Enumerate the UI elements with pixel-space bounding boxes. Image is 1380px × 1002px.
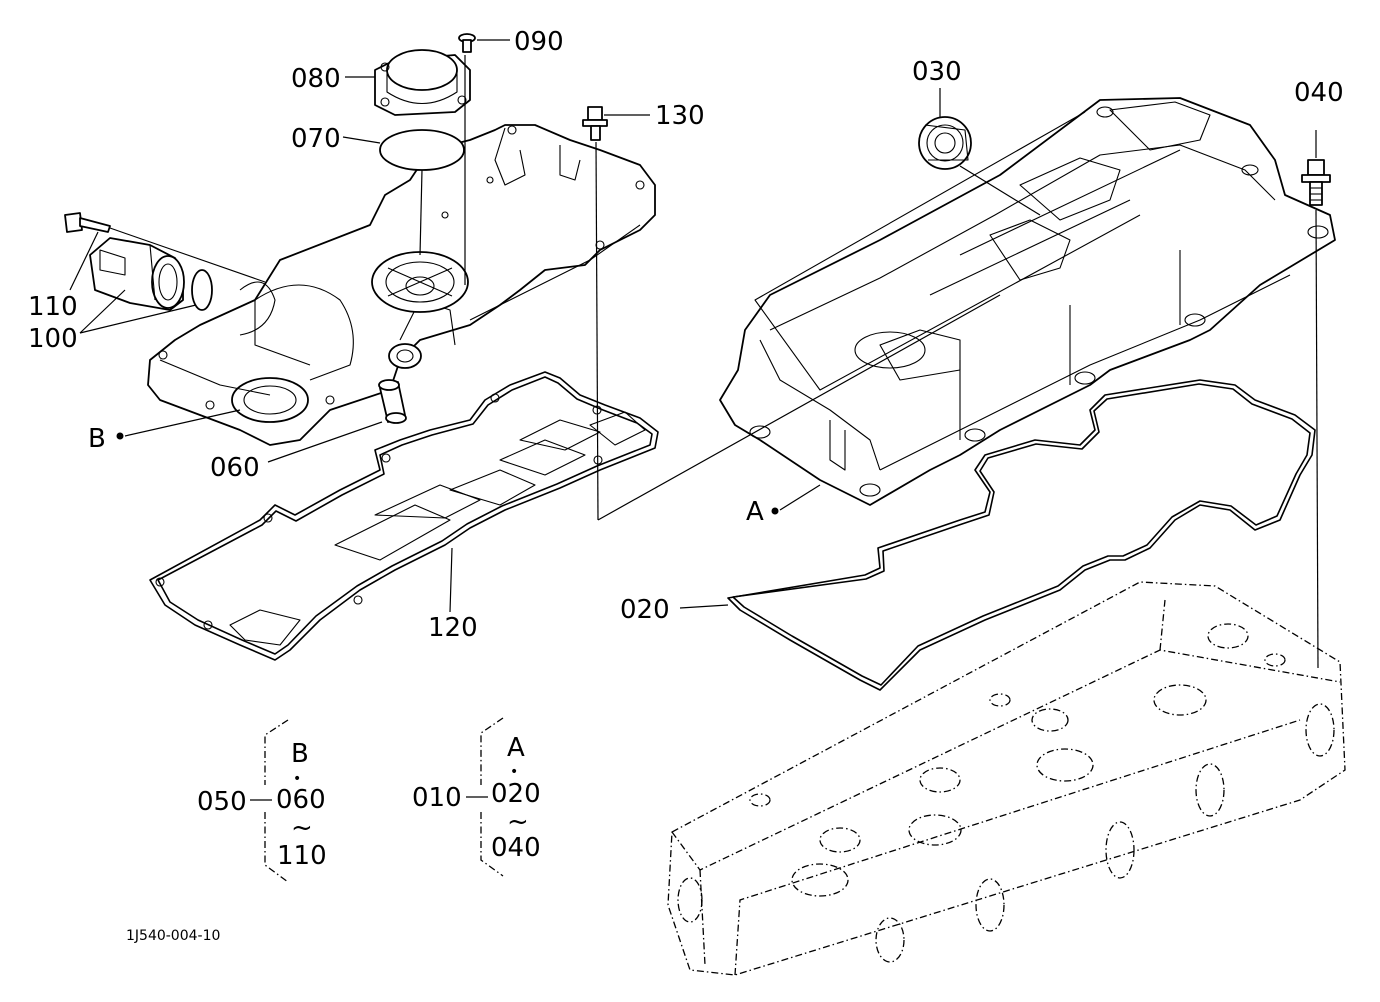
callout-b: B bbox=[88, 424, 106, 454]
callout-090: 090 bbox=[514, 27, 564, 57]
group-050-to: 110 bbox=[277, 841, 327, 871]
callout-070: 070 bbox=[291, 124, 341, 154]
callout-030: 030 bbox=[912, 57, 962, 87]
assembly-group-010: 010 A • 020 ~ 040 bbox=[412, 717, 541, 877]
group-010-dot: • bbox=[510, 764, 518, 780]
callout-110: 110 bbox=[28, 292, 78, 322]
callout-040: 040 bbox=[1294, 78, 1344, 108]
bolt-130 bbox=[582, 106, 608, 141]
group-010-tilde: ~ bbox=[507, 807, 529, 837]
sensor-bolt-110 bbox=[64, 212, 111, 233]
callout-130: 130 bbox=[655, 101, 705, 131]
oil-filler-cap-030 bbox=[918, 116, 972, 170]
group-010-to: 040 bbox=[491, 833, 541, 863]
cover-cap-080 bbox=[374, 49, 471, 116]
cylinder-head bbox=[667, 581, 1346, 976]
drawing-code: 1J540-004-10 bbox=[126, 928, 220, 944]
leader-lines bbox=[69, 39, 941, 613]
head-cover-gasket-020 bbox=[727, 379, 1316, 691]
group-050-from: 060 bbox=[276, 785, 326, 815]
breather-pipe-060 bbox=[378, 379, 407, 424]
cover-bolt-040 bbox=[1301, 159, 1331, 206]
callout-080: 080 bbox=[291, 64, 341, 94]
group-050-tilde: ~ bbox=[291, 813, 313, 843]
assembly-group-050: 050 B • 060 ~ 110 bbox=[197, 719, 327, 883]
group-010-from: 020 bbox=[491, 779, 541, 809]
screw-090 bbox=[458, 33, 476, 53]
callout-100: 100 bbox=[28, 324, 78, 354]
callout-120: 120 bbox=[428, 613, 478, 643]
callout-060: 060 bbox=[210, 453, 260, 483]
group-010-letter: A bbox=[507, 733, 525, 763]
group-050-code: 050 bbox=[197, 787, 247, 817]
callout-020: 020 bbox=[620, 595, 670, 625]
head-cover bbox=[719, 97, 1336, 506]
o-ring-070 bbox=[379, 129, 465, 171]
callout-a: A bbox=[746, 497, 764, 527]
head-cover-callout-frame bbox=[754, 111, 1141, 391]
sensor-o-ring bbox=[191, 269, 213, 311]
breather-cover bbox=[147, 124, 656, 446]
sensor-axis-line bbox=[109, 227, 266, 283]
sensor-100 bbox=[89, 237, 185, 311]
group-050-dot: • bbox=[293, 771, 301, 787]
breather-gasket-120 bbox=[149, 371, 659, 661]
group-010-code: 010 bbox=[412, 783, 462, 813]
group-050-letter: B bbox=[291, 739, 309, 769]
